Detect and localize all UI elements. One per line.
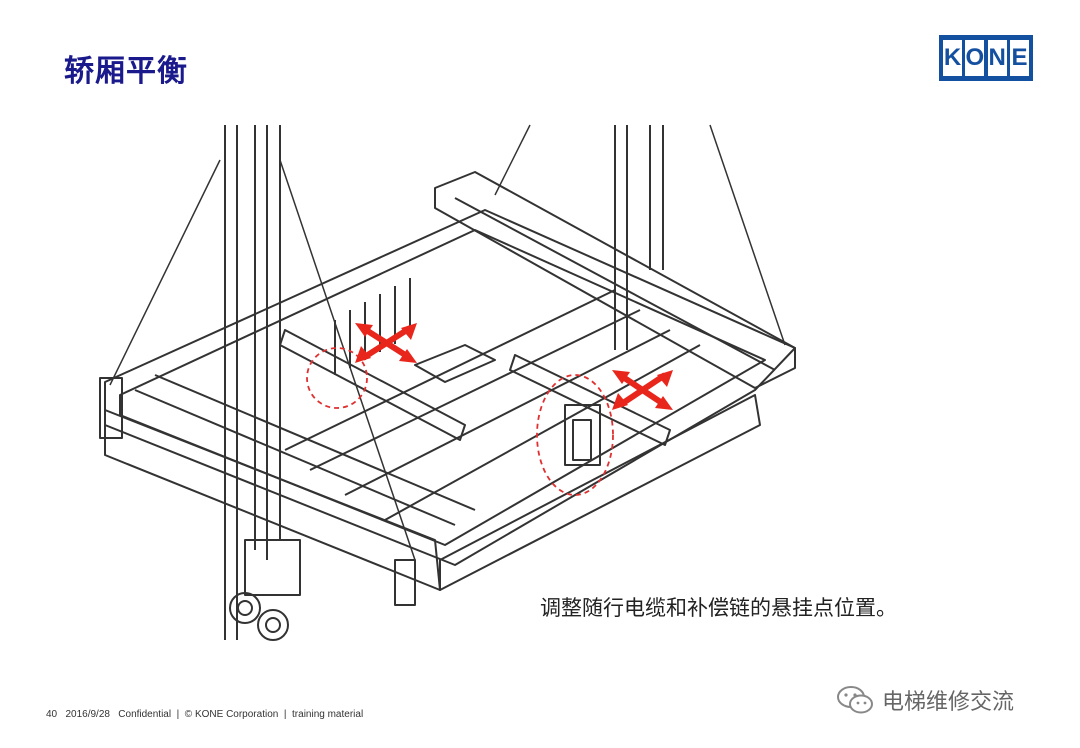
logo-letter-k: K (943, 40, 962, 76)
slide-footer: 40 2016/9/28 Confidential | © KONE Corpo… (46, 709, 364, 720)
watermark: 电梯维修交流 (836, 684, 1014, 716)
slide-caption: 调整随行电缆和补偿链的悬挂点位置。 (540, 596, 897, 620)
logo-letter-e: E (1009, 40, 1029, 76)
slide-title: 轿厢平衡 (64, 54, 188, 89)
watermark-text: 电梯维修交流 (882, 690, 1015, 715)
wechat-icon (837, 686, 873, 714)
logo-letter-n: N (987, 40, 1007, 76)
kone-logo: K O N E (939, 35, 1033, 81)
elevator-car-frame-icon (99, 124, 796, 641)
move-arrows-icon (355, 323, 673, 410)
logo-letter-o: O (965, 40, 985, 76)
